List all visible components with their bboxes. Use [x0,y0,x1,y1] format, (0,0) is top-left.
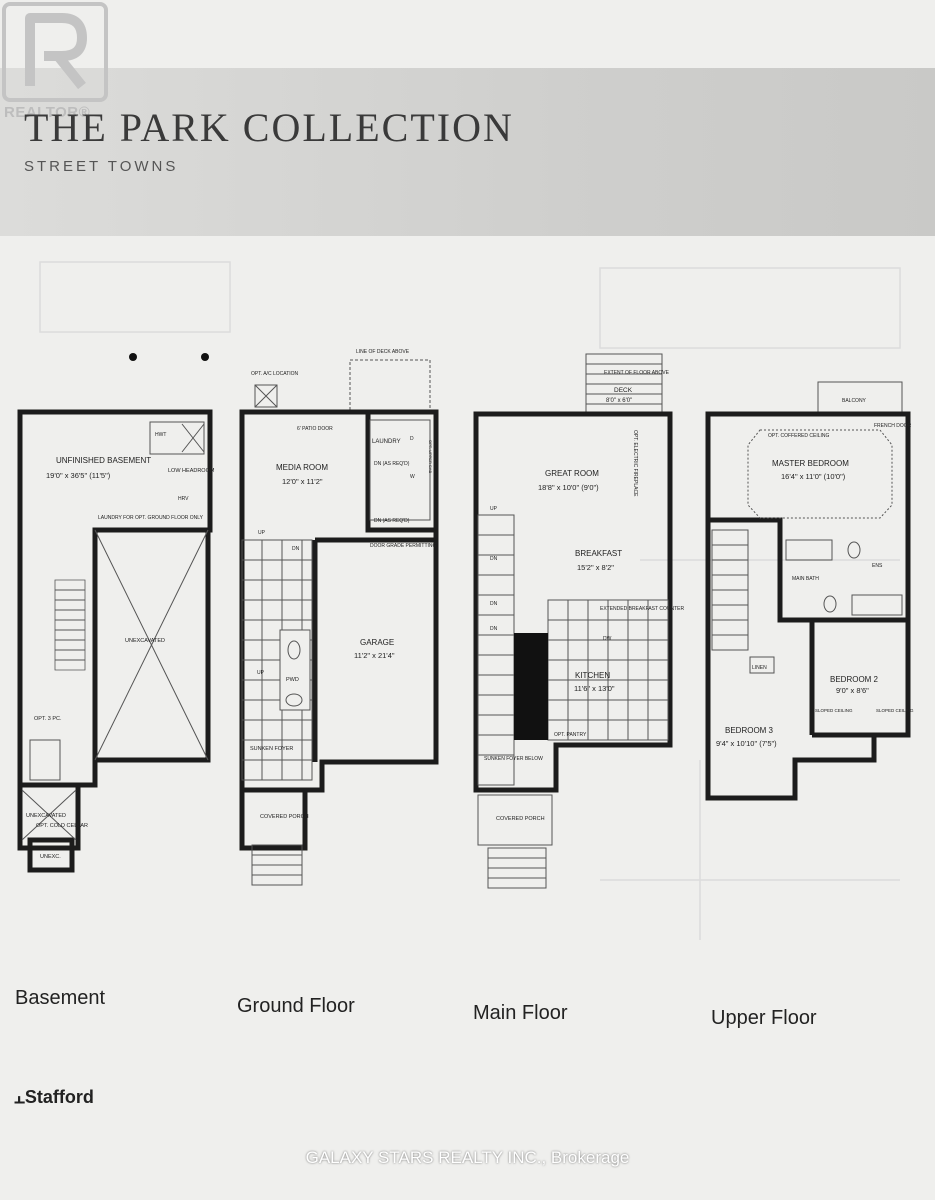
room-dims: 11'2" x 21'4" [354,651,395,660]
main-floor-walls [473,411,673,793]
note-label: OPT. UPPER CAB [428,440,433,473]
floor-label-basement: Basement [15,987,106,1009]
room-label: BEDROOM 3 [725,726,774,735]
tag-label: HRV [178,496,189,502]
room-label: MEDIA ROOM [276,463,328,472]
room-label: LAUNDRY [372,439,401,445]
tag-label: DN [490,626,498,632]
upper-floor-plan: MASTER BEDROOM 16'4" x 11'0" (10'0") BED… [705,381,914,801]
room-label: UNEXCAVATED [125,638,165,644]
note-label: EXTENT OF FLOOR ABOVE [604,370,670,376]
note-label: SUNKEN FOYER BELOW [484,756,543,762]
room-dims: 11'6" x 13'0" [574,684,615,693]
tag-label: DN [490,556,498,562]
tag-label: HWT [155,432,166,438]
kitchen-island [514,633,548,740]
note-label: OPT. COFFERED CEILING [768,433,830,439]
room-label: SUNKEN FOYER [250,746,293,752]
room-label: BREAKFAST [575,549,622,558]
note-label: LINE OF DECK ABOVE [356,349,410,355]
basement-plan: UNFINISHED BASEMENT 19'0" x 36'5" (11'5"… [17,353,215,873]
note-label: FRENCH DOOR [874,423,912,429]
tag-label: ENS [872,563,883,569]
room-label: DECK [614,387,633,394]
room-dims: 9'0" x 8'6" [836,686,869,695]
tag-label: DN [490,601,498,607]
room-label: UNEXC. [40,854,61,860]
room-label: GREAT ROOM [545,469,599,478]
room-dims: 8'0" x 6'0" [606,398,632,404]
ground-floor-walls [239,409,439,851]
note-label: OPT. A/C LOCATION [251,371,299,377]
room-label: LAUNDRY FOR OPT. GROUND FLOOR ONLY [98,515,204,521]
room-label: SLOPED CEILING [815,708,853,713]
brand-name: Stafford [24,1087,94,1107]
upper-floor-walls [705,411,911,801]
tag-label: DN [292,546,300,552]
room-dims: 19'0" x 36'5" (11'5") [46,471,111,480]
room-label: GARAGE [360,638,394,647]
floor-plans: UNFINISHED BASEMENT 19'0" x 36'5" (11'5"… [17,261,914,940]
room-label: BEDROOM 2 [830,675,879,684]
header-band [0,68,935,236]
room-label: MAIN BATH [792,576,819,582]
room-label: LINEN [752,665,767,671]
page-title: THE PARK COLLECTION [24,105,514,150]
note-label: DN (AS REQ'D) [374,518,410,524]
room-label: OPT. 3 PC. [34,716,62,722]
realtor-logo-text: REALTOR® [4,104,91,121]
stafford-mark-icon: ⫠ [14,1087,25,1107]
room-label: SLOPED CEILING [876,708,914,713]
brokerage-watermark: GALAXY STARS REALTY INC., Brokerage [305,1148,630,1167]
room-label: KITCHEN [575,671,610,680]
note-label: DN (AS REQ'D) [374,461,410,467]
note-label: DOOR GRADE PERMITTING [370,543,437,549]
floor-label-ground-floor: Ground Floor [237,995,355,1017]
tag-label: UP [490,506,498,512]
note-label: OPT. ELECTRIC FIREPLACE [632,430,638,497]
room-label: LOW HEADROOM [168,468,215,474]
room-label: UNEXCAVATED [26,813,66,819]
main-floor-plan: GREAT ROOM 18'8" x 10'0" (9'0") BREAKFAS… [473,353,684,889]
room-label: COVERED PORCH [496,816,545,822]
page-subtitle: STREET TOWNS [24,158,179,175]
realtor-r-icon [2,2,108,102]
tag-label: DW [603,636,612,642]
basement-post [201,353,209,361]
basement-post [129,353,137,361]
room-label: UNFINISHED BASEMENT [56,456,151,465]
floor-label-upper-floor: Upper Floor [711,1007,817,1029]
room-dims: 16'4" x 11'0" (10'0") [781,472,846,481]
basement-walls [17,409,213,873]
room-label: BALCONY [842,398,867,404]
room-label: COVERED PORCH [260,814,309,820]
room-dims: 12'0" x 11'2" [282,477,323,486]
tag-label: UP [257,670,265,676]
room-dims: 18'8" x 10'0" (9'0") [538,483,599,492]
room-dims: 15'2" x 8'2" [577,563,614,572]
tag-label: UP [258,530,266,536]
note-label: 6' PATIO DOOR [297,426,333,432]
room-dims: 9'4" x 10'10" (7'5") [716,739,777,748]
stafford-logo: ⫠Stafford [14,1087,94,1108]
tag-label: D [410,436,414,442]
room-label: MASTER BEDROOM [772,459,849,468]
note-label: OPT. PANTRY [554,732,587,738]
ground-floor-plan: MEDIA ROOM 12'0" x 11'2" GARAGE 11'2" x … [239,349,439,886]
tag-label: W [410,474,415,480]
realtor-logo: REALTOR® [0,0,110,130]
note-label: EXTENDED BREAKFAST COUNTER [600,606,684,612]
room-label: OPT. COLD CELLAR [36,823,88,829]
room-label: PWD [286,677,299,683]
floor-label-main-floor: Main Floor [473,1002,568,1024]
